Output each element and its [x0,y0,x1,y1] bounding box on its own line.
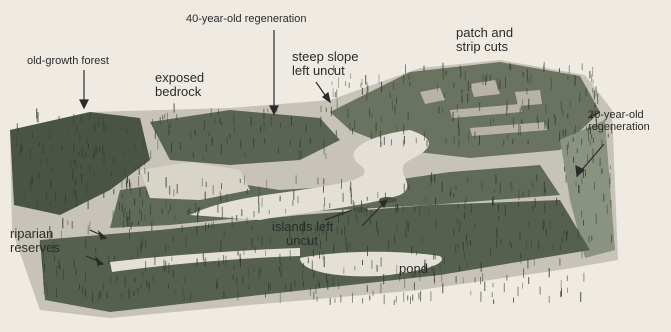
label-steep-slope-line2: left uncut [292,64,359,78]
label-exposed-bedrock-line1: exposed [155,71,204,85]
label-40-year-regeneration: 40-year-old regeneration [186,13,306,25]
label-islands-line2: uncut [272,234,333,248]
label-riparian-line2: reserves [10,241,60,255]
label-riparian-line1: riparian [10,227,60,241]
label-20-year-regeneration: 20-year-old regeneration [588,109,650,133]
label-patch-strip-line1: patch and [456,26,513,40]
label-riparian-reserves: riparian reserves [10,227,60,256]
label-20-year-line2: regeneration [588,121,650,133]
label-islands-line1: islands left [272,220,333,234]
label-exposed-bedrock-line2: bedrock [155,85,204,99]
label-exposed-bedrock: exposed bedrock [155,71,204,100]
label-old-growth-forest: old-growth forest [27,55,109,67]
label-steep-slope-line1: steep slope [292,50,359,64]
label-patch-strip-line2: strip cuts [456,40,513,54]
label-20-year-line1: 20-year-old [588,109,650,121]
label-patch-strip-cuts: patch and strip cuts [456,26,513,55]
label-steep-slope: steep slope left uncut [292,50,359,79]
label-pond: pond [399,262,428,276]
pointer-old-growth-head [80,100,88,108]
label-islands-left-uncut: islands left uncut [272,220,333,249]
